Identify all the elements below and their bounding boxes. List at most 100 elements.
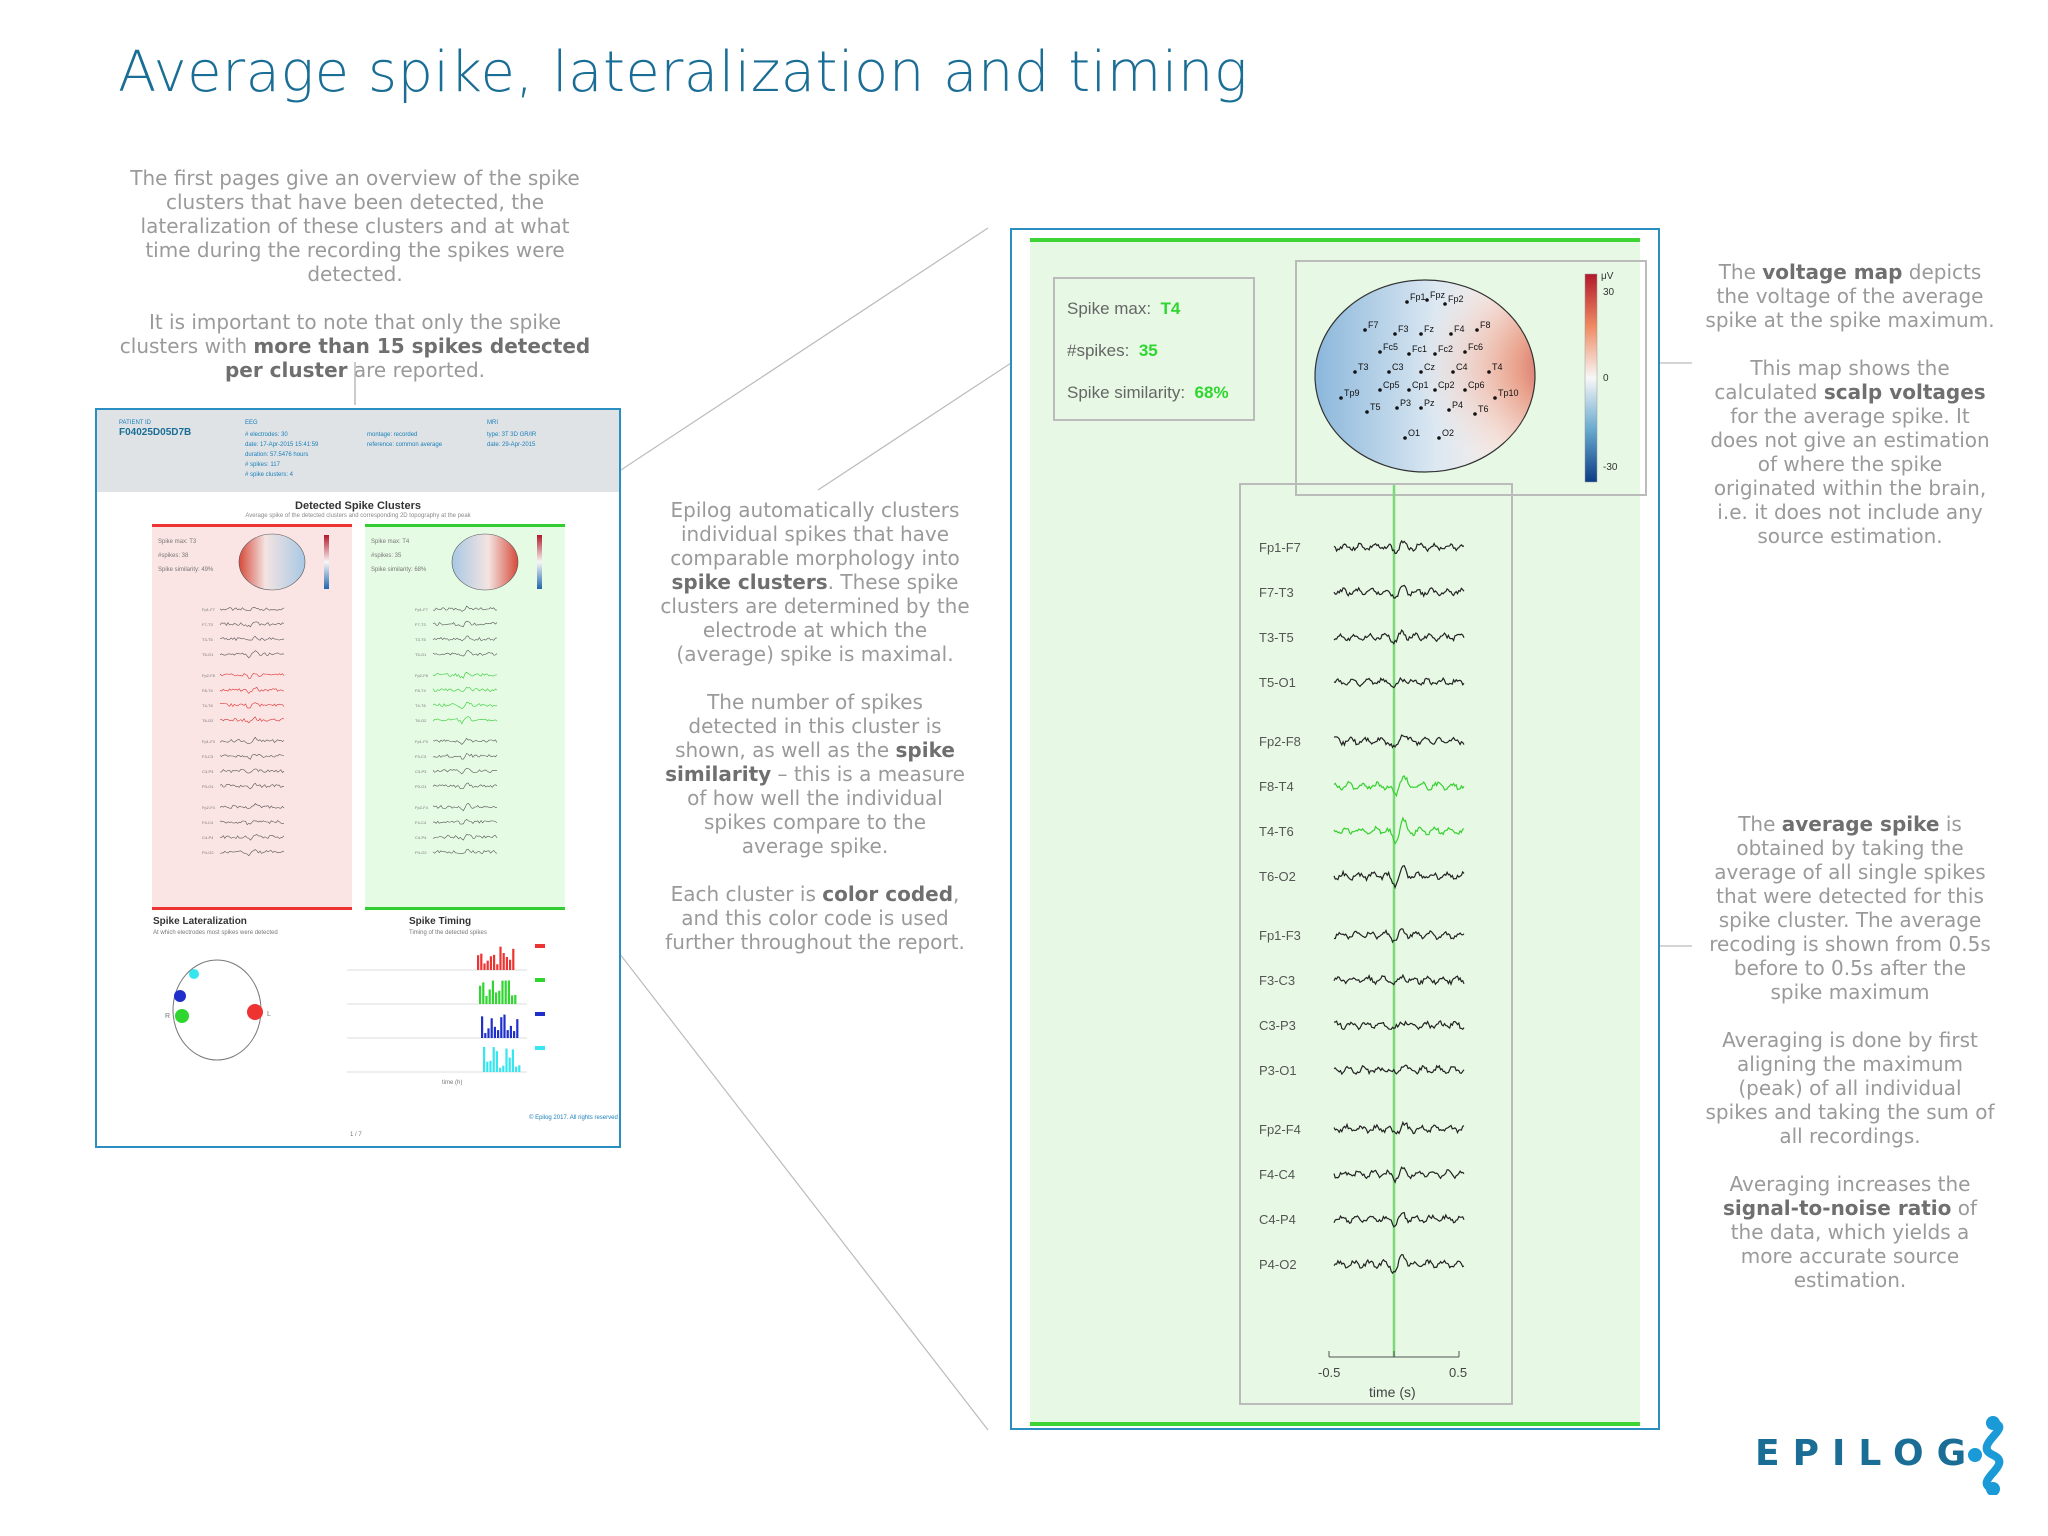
timing-bar <box>507 980 510 1004</box>
channel-label-t6-o2: T6-O2 <box>1259 869 1296 884</box>
mini-trace <box>219 686 285 694</box>
timing-bar <box>481 1016 484 1038</box>
timing-bar <box>477 955 480 970</box>
timing-bar <box>493 1026 496 1038</box>
head-left-label: R <box>165 1013 170 1020</box>
timing-title: Spike Timing <box>409 916 472 927</box>
electrode-label-t6: T6 <box>1478 404 1489 414</box>
electrode-label-fz: Fz <box>1424 324 1434 334</box>
timing-bar <box>511 995 514 1004</box>
electrode-label-p4: P4 <box>1452 400 1463 410</box>
mini-trace <box>219 768 285 774</box>
lateralization-title: Spike Lateralization <box>153 916 247 927</box>
intro-note: The first pages give an overview of the … <box>115 166 595 406</box>
electrode-dot-t3 <box>1353 370 1357 374</box>
voltage-paragraph-1: The voltage map depicts the voltage of t… <box>1705 260 1995 332</box>
electrode-label-f8: F8 <box>1480 320 1491 330</box>
timing-bar <box>490 1018 493 1038</box>
timing-bar <box>487 1028 490 1038</box>
mini-channel-label: F3-C3 <box>202 754 214 759</box>
mini-channel-label: C3-P3 <box>202 769 214 774</box>
electrode-dot-fc5 <box>1378 350 1382 354</box>
electrode-dot-fc2 <box>1433 352 1437 356</box>
electrode-label-fp2: Fp2 <box>1448 294 1464 304</box>
timing-bar <box>495 1051 498 1072</box>
mini-channel-label: T5-O1 <box>202 652 214 657</box>
electrode-dot-c3 <box>1387 370 1391 374</box>
electrode-label-cp6: Cp6 <box>1468 380 1485 390</box>
mini-channel-label: Fp1-F3 <box>415 739 429 744</box>
electrode-label-c3: C3 <box>1392 362 1404 372</box>
mini-channel-label: C4-P4 <box>415 835 427 840</box>
report-thumbnail: PATIENT ID F04025D05D7B EEG # electrodes… <box>95 408 621 1148</box>
x-axis-label: time (s) <box>1369 1384 1416 1400</box>
patient-id-label: PATIENT ID <box>119 420 152 426</box>
electrode-dot-f3 <box>1393 332 1397 336</box>
electrode-dot-t4 <box>1487 370 1491 374</box>
electrode-label-tp9: Tp9 <box>1344 388 1360 398</box>
mini-channel-label: F8-T4 <box>202 688 213 693</box>
cluster-info-box: Spike max: T4 #spikes: 35 Spike similari… <box>1053 277 1255 421</box>
electrode-dot-p4 <box>1447 408 1451 412</box>
mini-trace <box>219 820 284 826</box>
colorbar-unit: μV <box>1601 271 1614 282</box>
eeg-line-2: date: 17-Apr-2015 15:41:59 <box>245 442 319 448</box>
timing-bar <box>496 964 499 970</box>
mini-trace <box>432 802 498 812</box>
mini-trace <box>432 737 498 745</box>
electrode-dot-f7 <box>1363 328 1367 332</box>
red-mini-map: Fp1-F7F7-T3T3-T5T5-O1Fp2-F8F8-T4T4-T6T6-… <box>202 533 329 857</box>
average-paragraph-1: The average spike is obtained by taking … <box>1709 812 1991 1004</box>
timing-bar <box>501 980 504 1004</box>
timing-bar <box>502 953 505 970</box>
timing-bar <box>493 954 496 970</box>
mini-channel-label: C4-P4 <box>202 835 214 840</box>
timing-bar <box>515 1066 518 1072</box>
electrode-dot-cz <box>1419 370 1423 374</box>
electrode-label-f3: F3 <box>1398 324 1409 334</box>
timing-legend-swatch <box>535 1012 545 1016</box>
red-cluster-panel: Spike max: T3 #spikes: 38 Spike similari… <box>152 524 352 910</box>
mini-channel-label: Fp2-F8 <box>202 673 216 678</box>
mini-trace <box>432 848 498 854</box>
timing-bar <box>483 963 486 970</box>
electrode-label-tp10: Tp10 <box>1498 388 1519 398</box>
timing-subtitle: Timing of the detected spikes <box>409 930 487 936</box>
mini-channel-label: T6-O2 <box>202 718 214 723</box>
mini-trace <box>432 716 498 725</box>
electrode-dot-p3 <box>1395 406 1399 410</box>
timing-bar <box>497 1030 500 1038</box>
mri-label: MRI <box>487 420 498 426</box>
red-info-3: Spike similarity: 49% <box>158 567 214 573</box>
channel-label-fp1-f7: Fp1-F7 <box>1259 540 1301 555</box>
timing-bar <box>518 1065 521 1072</box>
mini-channel-label: P4-O2 <box>202 850 214 855</box>
electrode-label-fp1: Fp1 <box>1410 292 1426 302</box>
intro-paragraph-1: The first pages give an overview of the … <box>130 166 580 286</box>
trace-f3-c3 <box>1333 973 1465 987</box>
spikes-count-row: #spikes: 35 <box>1067 341 1158 360</box>
timing-bar <box>499 946 502 970</box>
timing-bar <box>491 980 494 1004</box>
mini-channel-label: T6-O2 <box>415 718 427 723</box>
timing-bar <box>486 960 489 970</box>
timing-bar <box>505 956 508 970</box>
green-info-3: Spike similarity: 68% <box>371 567 427 573</box>
head-right-label: L <box>267 1011 271 1018</box>
channel-label-f3-c3: F3-C3 <box>1259 973 1295 988</box>
mini-channel-label: F4-C4 <box>415 820 427 825</box>
timing-bar <box>509 1025 512 1038</box>
mini-trace <box>432 686 498 692</box>
electrode-dot-c4 <box>1451 370 1455 374</box>
timing-bar <box>489 1060 492 1072</box>
mini-trace <box>432 834 498 841</box>
eeg-label: EEG <box>245 420 258 426</box>
mini-trace <box>219 650 285 659</box>
timing-bar <box>498 990 501 1004</box>
electrode-dot-o1 <box>1403 436 1407 440</box>
mini-trace <box>432 620 498 627</box>
red-info-2: #spikes: 38 <box>158 553 189 559</box>
patient-id: F04025D05D7B <box>119 427 192 438</box>
mini-trace <box>219 803 285 809</box>
